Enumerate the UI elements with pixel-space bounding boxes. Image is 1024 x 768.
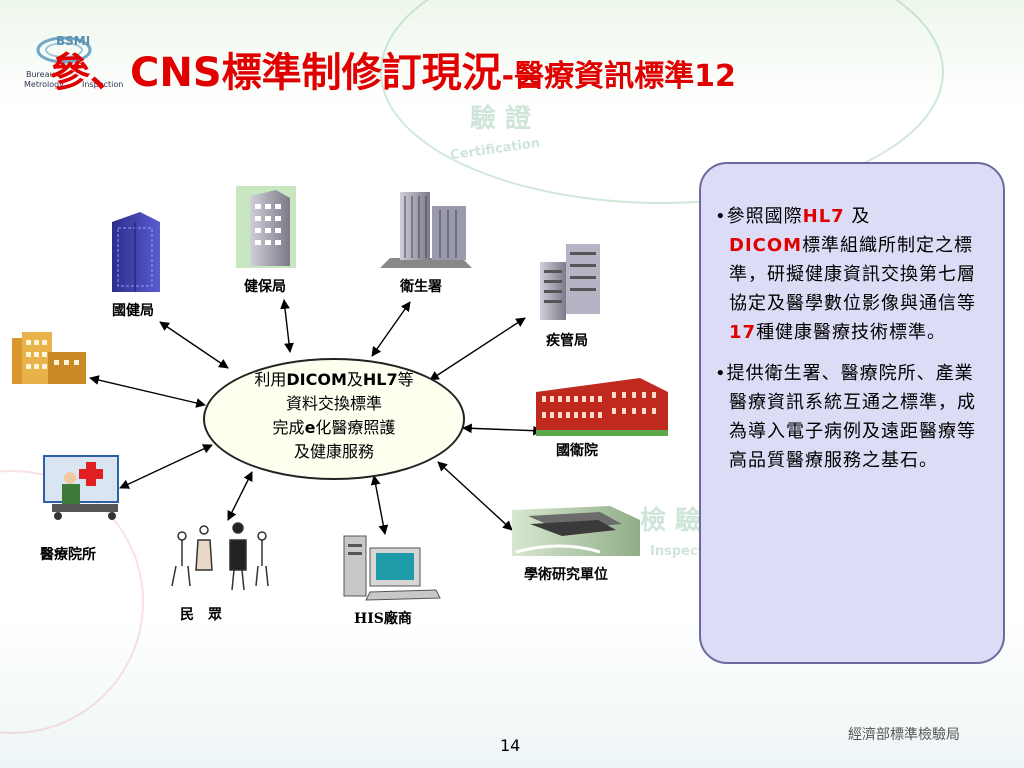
dicom-highlight: DICOM [729, 235, 803, 256]
bullet-text: 提供衛生署、醫療院所、產業醫療資訊系統互通之標準，成為導入電子病例及遠距醫療等高… [726, 363, 976, 471]
title-sub: 醫療資訊標準12 [514, 59, 736, 94]
arrow [437, 461, 513, 531]
people-icon [171, 522, 269, 591]
arrow [119, 444, 213, 489]
guoweiyuan-building-icon [536, 378, 668, 436]
watermark-cert-cn: 驗 證 [470, 104, 532, 134]
hub-line-2: 資料交換標準 [285, 394, 382, 413]
logo-line: Inspection [82, 80, 124, 89]
hub-line-3: 完成e化醫療照護 [205, 416, 463, 440]
arrow [429, 317, 526, 381]
arrow [227, 471, 253, 521]
arrow [159, 321, 229, 369]
weishengshu-building-icon [380, 192, 472, 268]
title-dash: - [501, 59, 515, 94]
hub-text: 及 [346, 370, 363, 389]
watermark-insp-cn: 檢 驗 [640, 506, 702, 536]
logo-line: Bureau [26, 70, 55, 79]
bullet-text: 標準組織所制定之標準，研擬健康資訊交換第七層協定及醫學數位影像與通信等 [729, 235, 976, 314]
node-label-jiguanju: 疾管局 [546, 333, 588, 349]
logo-line: Metrology [24, 80, 64, 89]
arrow [462, 423, 543, 436]
hub-text: 完成 [272, 418, 305, 437]
jianbaoju-building-icon [236, 186, 296, 268]
medical-staff-icon [43, 455, 119, 520]
jiguanju-building-icon [540, 244, 600, 320]
arrow [371, 301, 411, 357]
slide-title: 參、CNS標準制修訂現況-醫療資訊標準12 [50, 40, 736, 98]
bullet-text: 參照國際 [726, 206, 803, 227]
node-label-his: HIS廠商 [354, 611, 412, 627]
title-main: 參、CNS標準制修訂現況 [50, 50, 502, 96]
hub-text: 等 [397, 370, 414, 389]
node-label-minzhong: 民 眾 [180, 607, 222, 623]
bullet-text: 及 [844, 206, 871, 227]
hub-text: 利用 [254, 370, 287, 389]
bullet-text: 種健康醫療技術標準。 [756, 322, 947, 343]
footer-organization: 經濟部標準檢驗局 [848, 727, 960, 743]
logo-mark: BSMI [56, 34, 91, 48]
page-number: 14 [500, 736, 521, 755]
node-label-xueshu: 學術研究單位 [524, 567, 608, 583]
xueshu-building-icon [512, 506, 640, 556]
hub-ellipse: 利用DICOM及HL7等 資料交換標準 完成e化醫療照護 及健康服務 [203, 358, 465, 480]
guojianju-building-icon [112, 212, 160, 292]
bullet-item: •提供衛生署、醫療院所、產業醫療資訊系統互通之標準，成為導入電子病例及遠距醫療等… [715, 363, 976, 471]
node-label-yiliaoyuansuo: 醫療院所 [40, 547, 96, 563]
hub-dicom: DICOM [286, 370, 347, 389]
count-highlight: 17 [729, 322, 757, 343]
node-label-guoweiyuan: 國衛院 [556, 443, 598, 459]
hub-text: 化醫療照護 [315, 418, 396, 437]
hub-line-1: 利用DICOM及HL7等 [205, 368, 463, 392]
arrow [280, 299, 294, 353]
hub-hl7: HL7 [362, 370, 398, 389]
node-label-jianbaoju: 健保局 [244, 279, 286, 295]
bsmi-logo [36, 36, 92, 64]
node-label-guojianju: 國健局 [112, 303, 154, 319]
hospital-building-icon [12, 332, 86, 384]
hl7-highlight: HL7 [802, 206, 845, 227]
node-label-weishengshu: 衛生署 [400, 279, 442, 295]
hub-e: e [304, 418, 316, 437]
arrow [89, 375, 206, 408]
hub-line-4: 及健康服務 [293, 442, 374, 461]
his-computer-icon [343, 535, 441, 601]
arrow [370, 475, 389, 535]
